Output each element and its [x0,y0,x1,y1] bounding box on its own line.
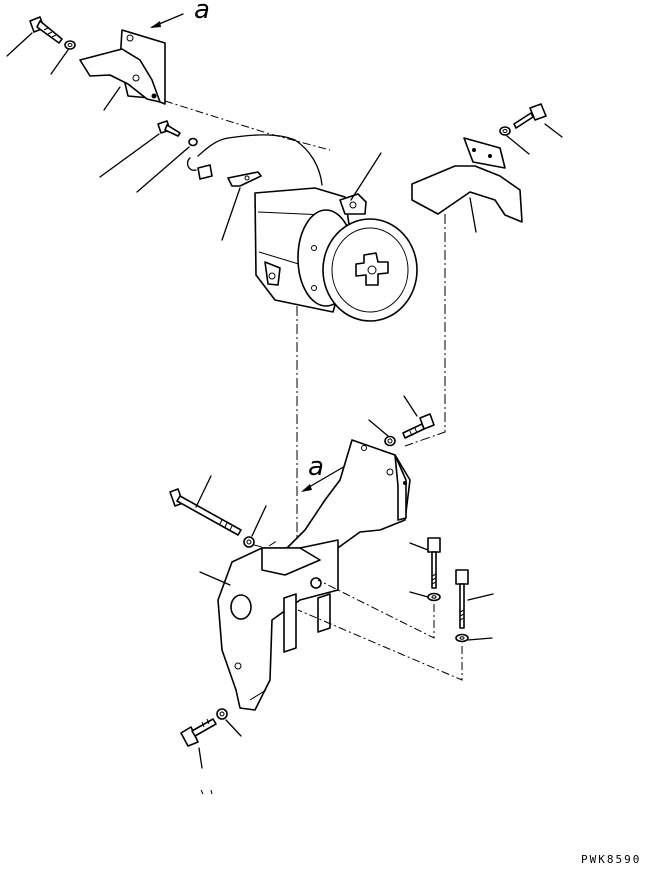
leader-washer-top-left [50,49,69,75]
ac-compressor [254,187,418,322]
leader-compressor [350,152,382,201]
leader-washer-long [251,505,267,537]
leader-washer-bottom [225,719,242,737]
view-label-a-top: a [194,0,210,25]
leader-clamp [221,187,241,241]
leader-side-bracket [469,197,477,233]
compressor-upper-bracket [79,29,166,105]
clutch-wire-harness [186,134,323,187]
bolt-long [169,488,242,536]
leader-tail-bottom [200,789,213,795]
leader-washer-vertical-1 [409,591,429,598]
washer-vertical-2 [455,633,469,643]
bolt-mid-left [157,120,181,137]
washer-mid-left [188,137,198,147]
leader-washer-mid-left [136,146,190,193]
washer-long-bolt [243,536,255,548]
bolt-top-right [513,103,547,129]
leader-bolt-top-right [544,123,563,138]
washer-vertical-1 [427,592,441,602]
leader-upper-bracket [103,86,121,111]
washer-top-left [64,40,76,50]
center-line-long-bolt [253,539,279,549]
leader-mount-bracket [199,571,231,586]
drawing-code: PWK8590 [581,853,641,866]
view-a-arrow-top [150,13,184,28]
washer-middle [384,435,396,447]
leader-bolt-vertical-1 [409,542,429,551]
leader-bolt-vertical-2 [467,593,494,601]
bolt-middle [402,413,435,439]
bolt-bottom [180,718,217,747]
leader-bolt-long [195,475,212,508]
compressor-mount-bracket [217,439,411,711]
bolt-vertical-2 [455,569,469,629]
center-line-upper [164,100,331,151]
leader-washer-middle [368,419,389,437]
leader-bolt-bottom [198,747,203,769]
leader-washer-top-right [506,135,530,155]
leader-washer-vertical-2 [467,637,493,641]
bolt-vertical-1 [427,537,441,589]
bolt-top-left [29,16,63,44]
leader-bolt-mid-left [99,133,160,178]
washer-bottom [216,708,228,720]
view-label-a-middle: a [308,452,324,482]
center-line-right [404,214,446,447]
washer-top-right [499,126,511,136]
center-line-vertical-2 [297,609,463,681]
compressor-side-bracket [411,137,523,223]
center-line-vertical-1 [317,579,435,639]
leader-bolt-middle [403,395,418,417]
leader-bolt-top-left [6,32,33,57]
